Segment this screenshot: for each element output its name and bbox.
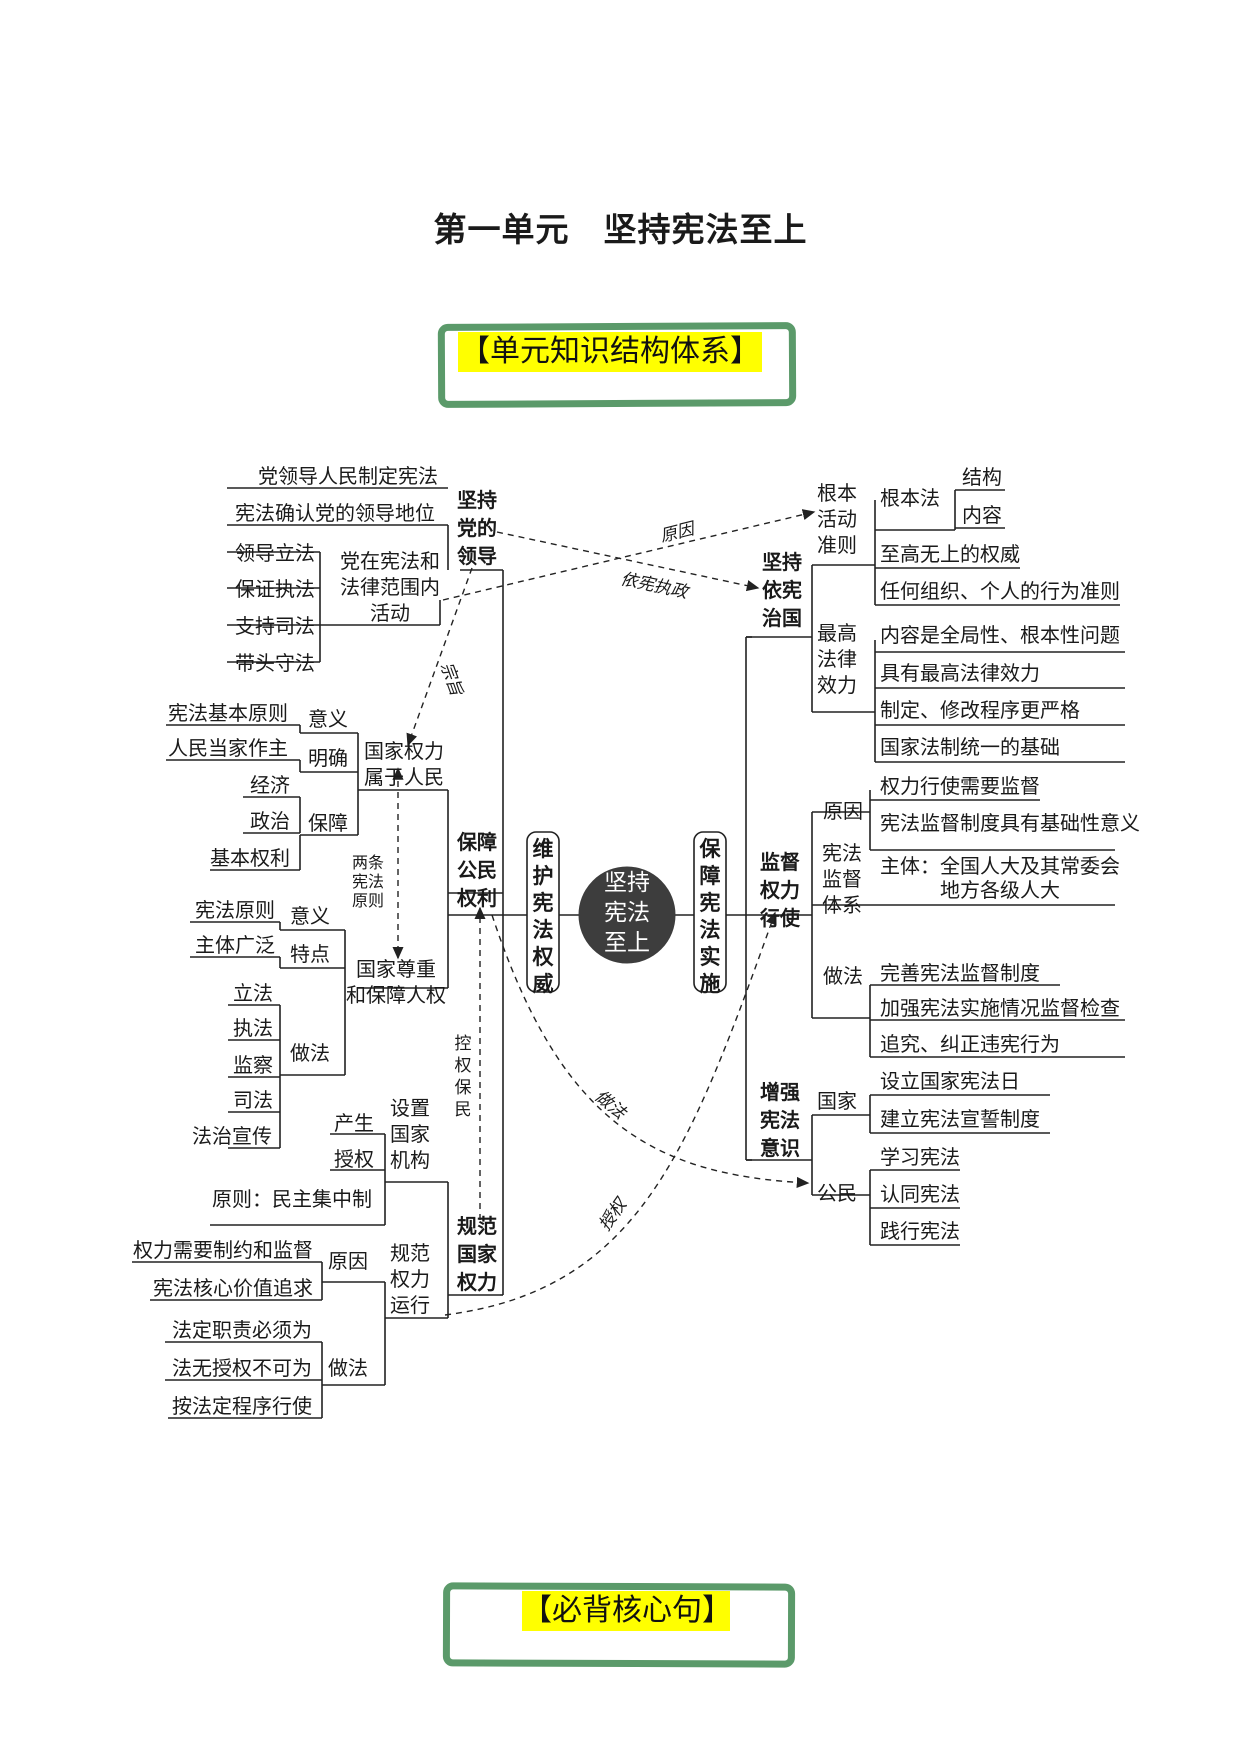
state-label: 国家 — [817, 1089, 857, 1113]
reason-item: 权力需要制约和监督 — [133, 1238, 313, 1262]
state-item: 设立国家宪法日 — [880, 1069, 1020, 1093]
leadership-item: 宪法确认党的领导地位 — [235, 501, 435, 525]
reason-item: 宪法核心价值追求 — [153, 1276, 313, 1300]
practice-item: 监察 — [233, 1053, 273, 1077]
feature-label: 特点 — [290, 942, 330, 966]
citizen-label: 公民 — [817, 1181, 857, 1205]
guarantee-item: 政治 — [250, 809, 290, 833]
fundamental-law-item: 结构 — [962, 465, 1002, 489]
governance-node: 坚持 依宪 治国 — [762, 550, 802, 630]
link-label-control: 控 权 保 民 — [454, 1034, 472, 1120]
basic-rights-item: 基本权利 — [210, 846, 290, 870]
power-node: 规范 国家 权力 — [457, 1214, 497, 1294]
power-practice-item: 法无授权不可为 — [172, 1356, 312, 1380]
fundamental-law-item: 内容 — [962, 503, 1002, 527]
section-heading-structure: 【单元知识结构体系】 — [458, 332, 762, 372]
meaning-item: 宪法基本原则 — [168, 701, 288, 725]
supreme-item: 具有最高法律效力 — [880, 661, 1040, 685]
supervision-reason-label: 原因 — [823, 799, 863, 823]
center-node-circle — [578, 866, 676, 964]
leadership-sub-item: 保证执法 — [235, 577, 315, 601]
rights-node: 保障 公民 权利 — [457, 830, 497, 910]
feature-item: 主体广泛 — [195, 933, 275, 957]
practice-item: 司法 — [233, 1088, 273, 1112]
section-heading-core-sentences: 【必背核心句】 — [522, 1591, 732, 1631]
supervision-reason-item: 权力行使需要监督 — [880, 774, 1040, 798]
power-to-people-node: 国家权力 属于人民 — [364, 739, 444, 789]
leadership-item: 党领导人民制定宪法 — [258, 464, 438, 488]
meaning2-label: 意义 — [290, 904, 330, 928]
practice-item: 法治宣传 — [192, 1124, 272, 1148]
root-rule-node: 根本 活动 准则 — [817, 481, 857, 557]
reason-label: 原因 — [328, 1249, 368, 1273]
citizen-item: 认同宪法 — [880, 1182, 960, 1206]
supervision-reason-item: 宪法监督制度具有基础性意义 — [880, 811, 1140, 835]
supervision-node: 监督 权力 行使 — [760, 850, 800, 930]
left-main-node: 维护宪法权威 — [532, 837, 554, 996]
supreme-item: 内容是全局性、根本性问题 — [880, 623, 1120, 647]
meaning2-item: 宪法原则 — [195, 898, 275, 922]
supreme-item: 国家法制统一的基础 — [880, 735, 1060, 759]
supervision-practice-item: 加强宪法实施情况监督检查 — [880, 996, 1120, 1020]
practice-item: 立法 — [233, 981, 273, 1005]
supreme-item: 制定、修改程序更严格 — [880, 698, 1080, 722]
root-item: 至高无上的权威 — [880, 542, 1020, 566]
leadership-node: 坚持 党的 领导 — [457, 488, 497, 568]
supervision-practice-item: 追究、纠正违宪行为 — [880, 1032, 1060, 1056]
supervision-practice-item: 完善宪法监督制度 — [880, 961, 1040, 985]
right-main-node: 保障宪法实施 — [699, 837, 721, 996]
supervision-subject-local: 地方各级人大 — [940, 878, 1060, 902]
awareness-node: 增强 宪法 意识 — [760, 1080, 800, 1160]
supervision-subject: 主体：全国人大及其常委会 — [880, 854, 1120, 878]
citizen-item: 学习宪法 — [880, 1145, 960, 1169]
fundamental-law-label: 根本法 — [880, 486, 940, 510]
citizen-item: 践行宪法 — [880, 1219, 960, 1243]
root-item: 任何组织、个人的行为准则 — [880, 579, 1120, 603]
leadership-sub-node: 党在宪法和 法律范围内 活动 — [340, 549, 440, 625]
principle-item: 原则：民主集中制 — [212, 1187, 372, 1211]
two-principles-label: 两条 宪法 原则 — [351, 853, 384, 910]
power-practice-item: 按法定程序行使 — [172, 1394, 312, 1418]
power-practice-item: 法定职责必须为 — [172, 1318, 312, 1342]
supreme-effect-node: 最高 法律 效力 — [817, 621, 857, 697]
center-node: 坚持 宪法 至上 — [604, 870, 650, 956]
supervision-system-node: 宪法 监督 体系 — [822, 841, 862, 917]
establish-item: 产生 — [334, 1111, 374, 1135]
guarantee-item: 经济 — [250, 773, 290, 797]
state-item: 建立宪法宣誓制度 — [880, 1107, 1040, 1131]
practice-item: 执法 — [233, 1016, 273, 1040]
leadership-sub-item: 带头守法 — [235, 651, 315, 675]
leadership-sub-item: 支持司法 — [235, 614, 315, 638]
practice-label: 做法 — [290, 1041, 330, 1065]
leadership-sub-item: 领导立法 — [235, 541, 315, 565]
power-practice-label: 做法 — [328, 1356, 368, 1380]
meaning-label: 意义 — [308, 707, 348, 731]
clarify-label: 明确 — [308, 746, 348, 770]
establish-item: 授权 — [334, 1147, 374, 1171]
respect-human-rights-node: 国家尊重 和保障人权 — [346, 957, 446, 1007]
clarify-item: 人民当家作主 — [168, 736, 288, 760]
supervision-practice-label: 做法 — [823, 964, 863, 988]
power-run-node: 规范 权力 运行 — [390, 1241, 430, 1317]
establish-organs-node: 设置 国家 机构 — [390, 1096, 430, 1172]
guarantee-label: 保障 — [308, 811, 348, 835]
page-title: 第一单元 坚持宪法至上 — [433, 210, 808, 249]
